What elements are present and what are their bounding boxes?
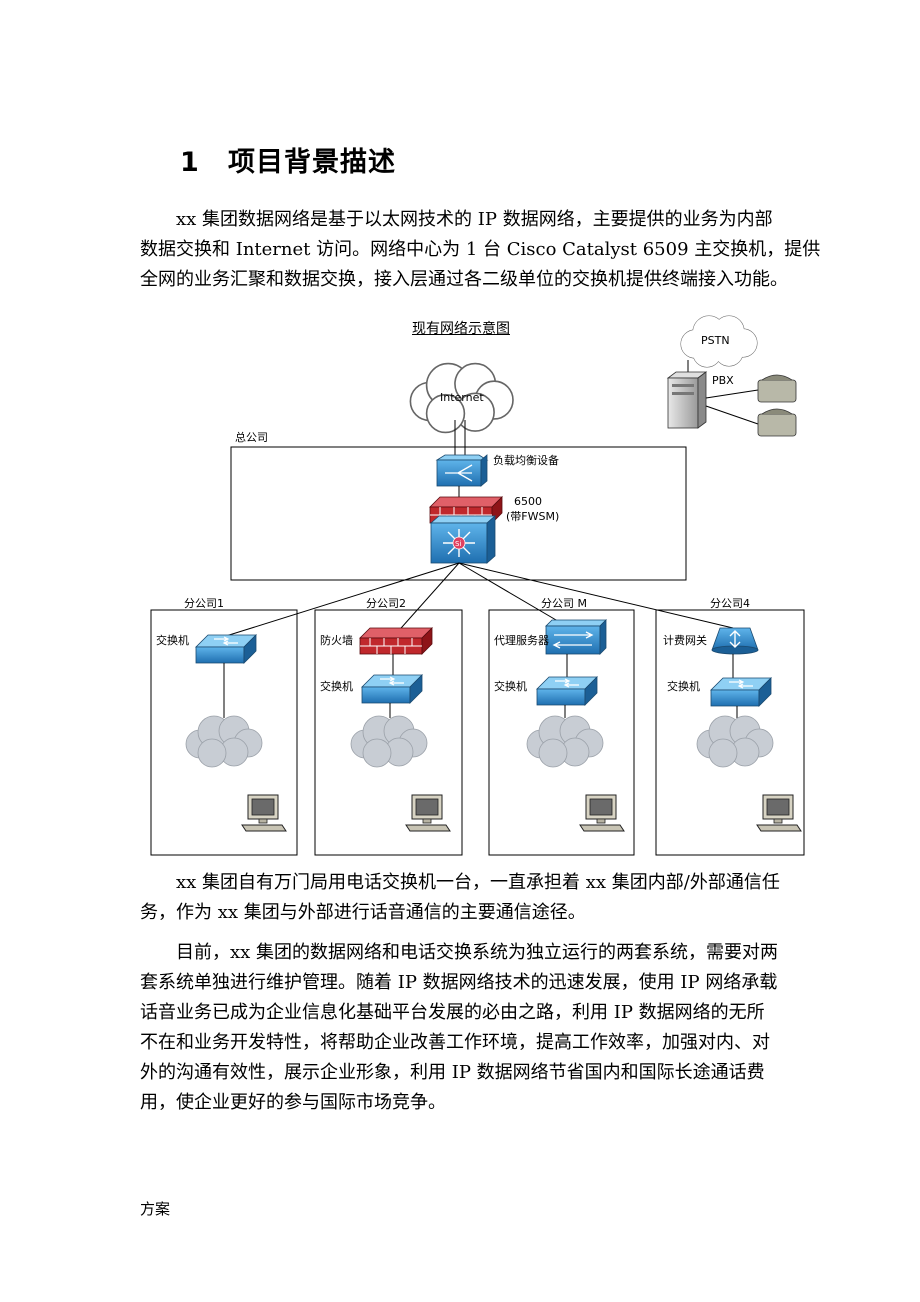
lan-cloud-icon — [526, 715, 604, 768]
paragraph-line: 不在和业务开发特性，将帮助企业改善工作环境，提高工作效率，加强对内、对 — [140, 1032, 770, 1053]
pc-icon — [405, 794, 451, 832]
paragraph-line: 话音业务已成为企业信息化基础平台发展的必由之路，利用 IP 数据网络的无所 — [140, 1002, 765, 1023]
paragraph-line: 外的沟通有效性，展示企业形象，利用 IP 数据网络节省国内和国际长途通话费 — [140, 1062, 765, 1083]
branch-4-top-device: 计费网关 — [663, 633, 707, 647]
branch-2-name: 分公司2 — [366, 597, 406, 610]
pstn-label: PSTN — [701, 334, 730, 347]
core-switch-icon — [429, 515, 497, 564]
pc-icon — [756, 794, 802, 832]
branch-m-top-device: 代理服务器 — [494, 634, 549, 647]
paragraph-line: 务，作为 xx 集团与外部进行话音通信的主要通信途径。 — [140, 902, 586, 923]
switch-icon — [361, 674, 423, 704]
intro-line: 全网的业务汇聚和数据交换，接入层通过各二级单位的交换机提供终端接入功能。 — [140, 269, 788, 290]
branch-m — [488, 609, 635, 856]
paragraph-pbx: xx 集团自有万门局用电话交换机一台，一直承担着 xx 集团内部/外部通信任 务… — [140, 868, 800, 928]
internet-label: Internet — [440, 391, 484, 404]
page-footer: 方案 — [140, 1200, 171, 1218]
telephone-icon — [757, 408, 797, 437]
branch-1-name: 分公司1 — [184, 597, 224, 610]
branch-4-name: 分公司4 — [710, 597, 750, 610]
switch-icon — [710, 677, 772, 707]
branch-2-top-device: 防火墙 — [320, 633, 353, 647]
proxy-server-icon — [545, 619, 607, 655]
paragraph-line: 目前，xx 集团的数据网络和电话交换系统为独立运行的两套系统，需要对两 — [176, 942, 779, 963]
diagram-title: 现有网络示意图 — [412, 321, 510, 337]
paragraph-line: 套系统单独进行维护管理。随着 IP 数据网络技术的迅速发展，使用 IP 网络承载 — [140, 972, 778, 993]
paragraph-voip: 目前，xx 集团的数据网络和电话交换系统为独立运行的两套系统，需要对两 套系统单… — [140, 938, 800, 1118]
intro-line: 数据交换和 Internet 访问。网络中心为 1 台 Cisco Cataly… — [140, 239, 821, 260]
paragraph-line: 用，使企业更好的参与国际市场竞争。 — [140, 1092, 446, 1113]
branch-4 — [655, 609, 805, 856]
hq-box — [230, 446, 687, 581]
si-label: Si — [455, 540, 461, 548]
intro-paragraph: xx 集团数据网络是基于以太网技术的 IP 数据网络，主要提供的业务为内部 数据… — [140, 205, 821, 295]
lan-cloud-icon — [185, 715, 263, 768]
pc-icon — [579, 794, 625, 832]
pc-icon — [241, 794, 287, 832]
branch-m-bottom-device: 交换机 — [494, 679, 527, 693]
switch-icon — [536, 676, 598, 706]
load-balancer-label: 负载均衡设备 — [493, 453, 559, 467]
switch-icon — [195, 634, 257, 664]
paragraph-line: xx 集团自有万门局用电话交换机一台，一直承担着 xx 集团内部/外部通信任 — [176, 872, 780, 893]
section-title: 项目背景描述 — [228, 147, 396, 178]
telephone-icon — [757, 374, 797, 403]
branch-1-top-device: 交换机 — [156, 633, 189, 647]
core-model-label: 6500 — [514, 495, 542, 508]
branch-m-name: 分公司 M — [541, 597, 587, 610]
intro-line: xx 集团数据网络是基于以太网技术的 IP 数据网络，主要提供的业务为内部 — [176, 209, 773, 230]
firewall-icon — [359, 627, 433, 655]
billing-gateway-icon — [711, 627, 759, 655]
load-balancer-icon — [435, 454, 489, 487]
branch-2 — [314, 609, 463, 856]
section-heading: 1 项目背景描述 — [180, 140, 396, 179]
section-number: 1 — [180, 147, 200, 178]
branch-2-bottom-device: 交换机 — [320, 679, 353, 693]
branch-1 — [150, 609, 298, 856]
pbx-label: PBX — [712, 374, 734, 387]
hq-label: 总公司 — [235, 430, 268, 444]
lan-cloud-icon — [696, 715, 774, 768]
core-note-label: (带FWSM) — [506, 510, 559, 523]
pbx-server-icon — [666, 371, 708, 429]
lan-cloud-icon — [350, 715, 428, 768]
branch-4-bottom-device: 交换机 — [667, 679, 700, 693]
